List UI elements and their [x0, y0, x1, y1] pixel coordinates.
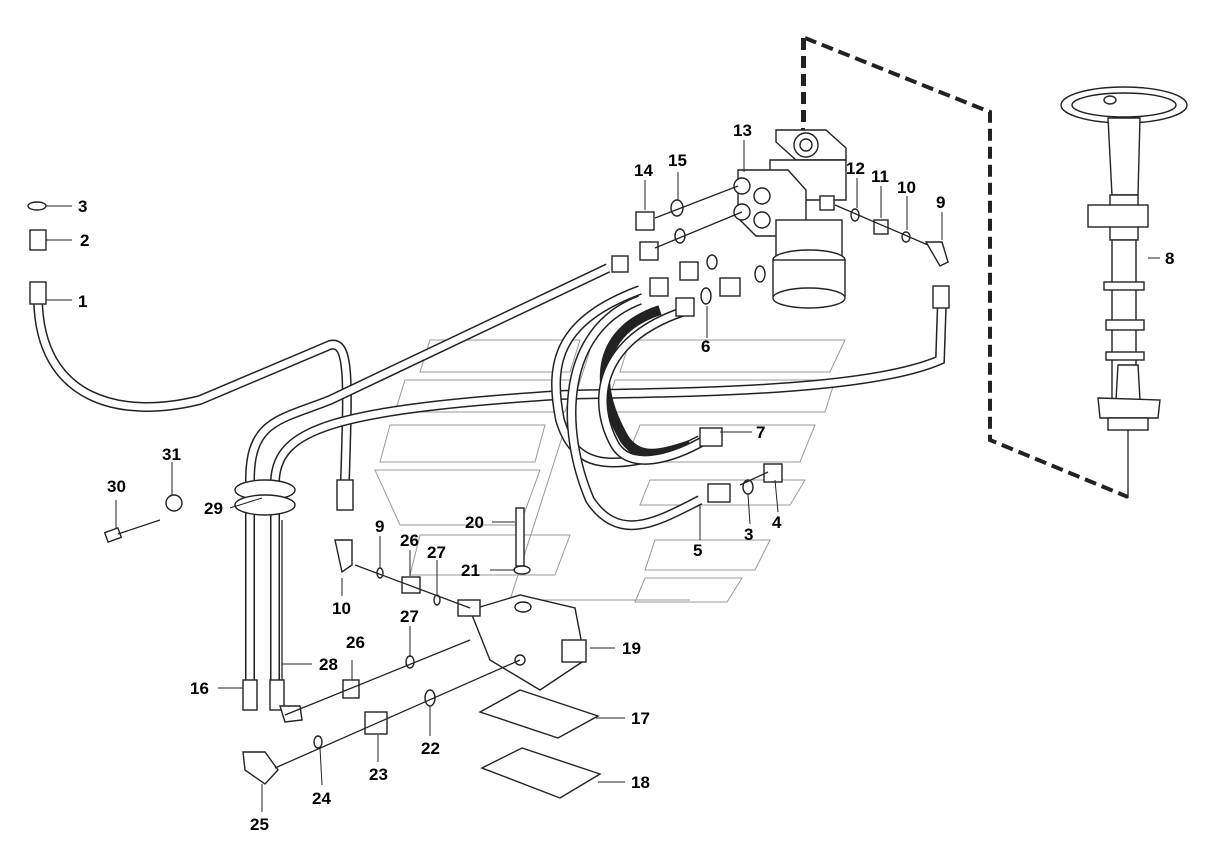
callout-14: 14: [634, 161, 653, 180]
callout-23: 23: [369, 765, 388, 784]
fittings: [27, 199, 949, 785]
callout-26-upper: 26: [400, 531, 419, 550]
callout-1: 1: [78, 292, 87, 311]
callout-12: 12: [846, 159, 865, 178]
callout-22: 22: [421, 739, 440, 758]
callout-15: 15: [668, 151, 687, 170]
callout-10-top: 10: [897, 178, 916, 197]
steering-column: [1060, 86, 1188, 498]
callout-24: 24: [312, 789, 331, 808]
callout-3-right: 3: [744, 525, 753, 544]
callout-29: 29: [204, 499, 223, 518]
callout-9-left: 9: [375, 517, 384, 536]
callout-17: 17: [631, 709, 650, 728]
callout-labels: 3 2 1 13 14 15 12 11 10 9 8 6 7 4 3 5 20…: [78, 121, 1174, 834]
callout-7: 7: [756, 423, 765, 442]
leader-lines: [46, 140, 1160, 812]
callout-11: 11: [871, 167, 889, 186]
callout-27-lower: 27: [400, 607, 419, 626]
callout-5: 5: [693, 541, 702, 560]
hose-assemblies: [29, 263, 950, 711]
callout-9-top: 9: [936, 193, 945, 212]
callout-16: 16: [190, 679, 209, 698]
connector-lines: [274, 185, 929, 769]
control-valve-block: [457, 594, 587, 691]
callout-10-left: 10: [332, 599, 351, 618]
callout-3-top: 3: [78, 197, 87, 216]
callout-19: 19: [622, 639, 641, 658]
callout-28: 28: [319, 655, 338, 674]
callout-8: 8: [1165, 249, 1174, 268]
callout-21: 21: [461, 561, 480, 580]
callout-27-upper: 27: [427, 543, 446, 562]
callout-31: 31: [162, 445, 181, 464]
callout-26-lower: 26: [346, 633, 365, 652]
callout-4: 4: [772, 513, 782, 532]
steering-valve-unit: [733, 129, 847, 309]
callout-25: 25: [250, 815, 269, 834]
dashed-link-path: [804, 36, 1129, 499]
callout-6: 6: [701, 337, 710, 356]
callout-2: 2: [80, 231, 89, 250]
callout-20: 20: [465, 513, 484, 532]
callout-13: 13: [733, 121, 752, 140]
callout-18: 18: [631, 773, 650, 792]
callout-30: 30: [107, 477, 126, 496]
cover-plate-17: [478, 689, 600, 739]
cover-plate-18: [480, 747, 602, 799]
